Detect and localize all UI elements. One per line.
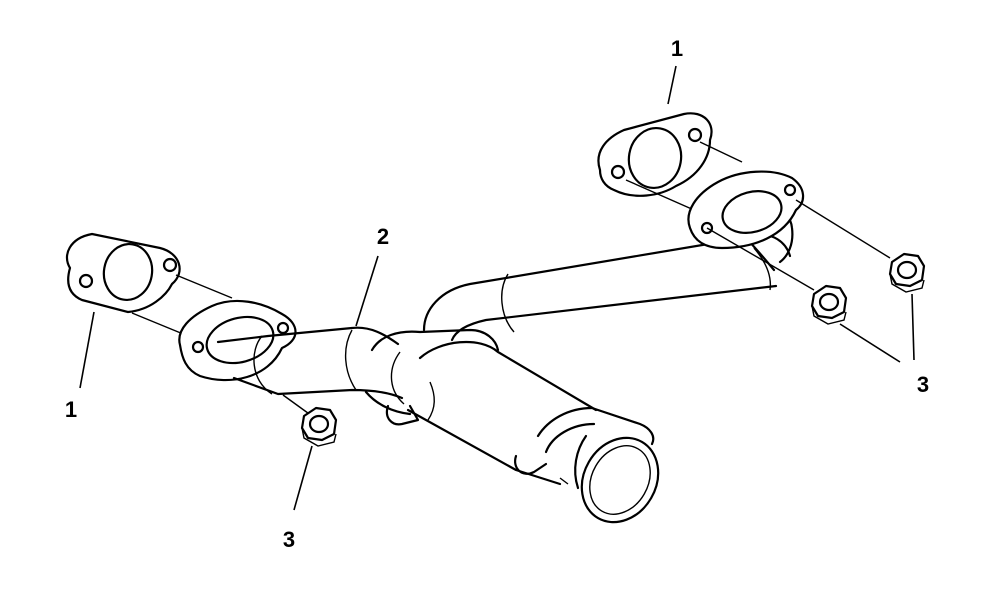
nut-right-lower — [810, 284, 848, 325]
callout-nut-bottom: 3 — [283, 527, 295, 552]
right-gasket — [597, 112, 713, 197]
leader-nut-right-b — [839, 323, 901, 363]
leader-nut-right-a — [911, 293, 915, 361]
callout-gasket-top: 1 — [671, 36, 683, 61]
leader-gasket-left — [79, 311, 95, 389]
callout-nut-right: 3 — [917, 372, 929, 397]
nut-bottom — [300, 406, 338, 447]
right-pipe-flange — [687, 170, 805, 250]
y-pipe — [216, 201, 794, 524]
nut-right-upper — [888, 252, 926, 293]
leader-nut-bottom — [293, 445, 313, 511]
leader-pipe — [355, 255, 379, 327]
callout-pipe: 2 — [377, 224, 389, 249]
leader-gasket-top — [667, 65, 677, 105]
callout-gasket-left: 1 — [65, 397, 77, 422]
left-gasket — [65, 232, 181, 314]
